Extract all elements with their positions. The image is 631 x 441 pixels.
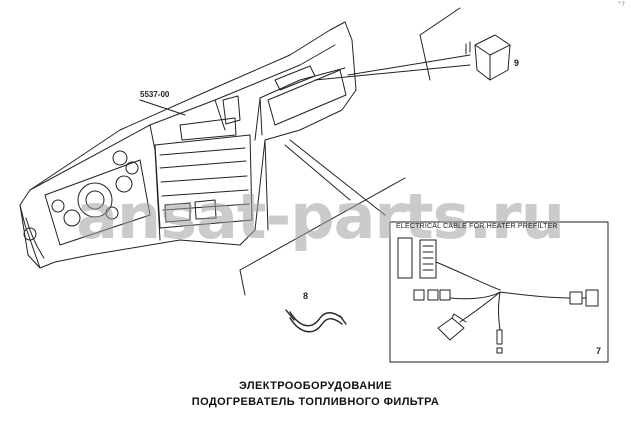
callout-relay: 9	[514, 58, 520, 68]
relay-component	[465, 34, 511, 81]
dashboard-drawing	[19, 21, 357, 269]
part-code-label: 5537-00	[140, 90, 170, 99]
harness-piece	[285, 309, 347, 333]
cable-kit-inset	[389, 221, 609, 363]
corner-mark: "?	[617, 1, 625, 8]
watermark: ansat-parts.ru	[76, 180, 565, 253]
callout-cable-kit: 7	[596, 346, 602, 356]
callout-harness-piece: 8	[303, 291, 309, 301]
inset-title: ELECTRICAL CABLE FOR HEATER PREFILTER	[396, 223, 558, 230]
caption-line-1: ЭЛЕКТРООБОРУДОВАНИЕ	[239, 380, 392, 392]
caption-line-2: ПОДОГРЕВАТЕЛЬ ТОПЛИВНОГО ФИЛЬТРА	[191, 396, 440, 408]
leader-lines	[139, 7, 471, 296]
